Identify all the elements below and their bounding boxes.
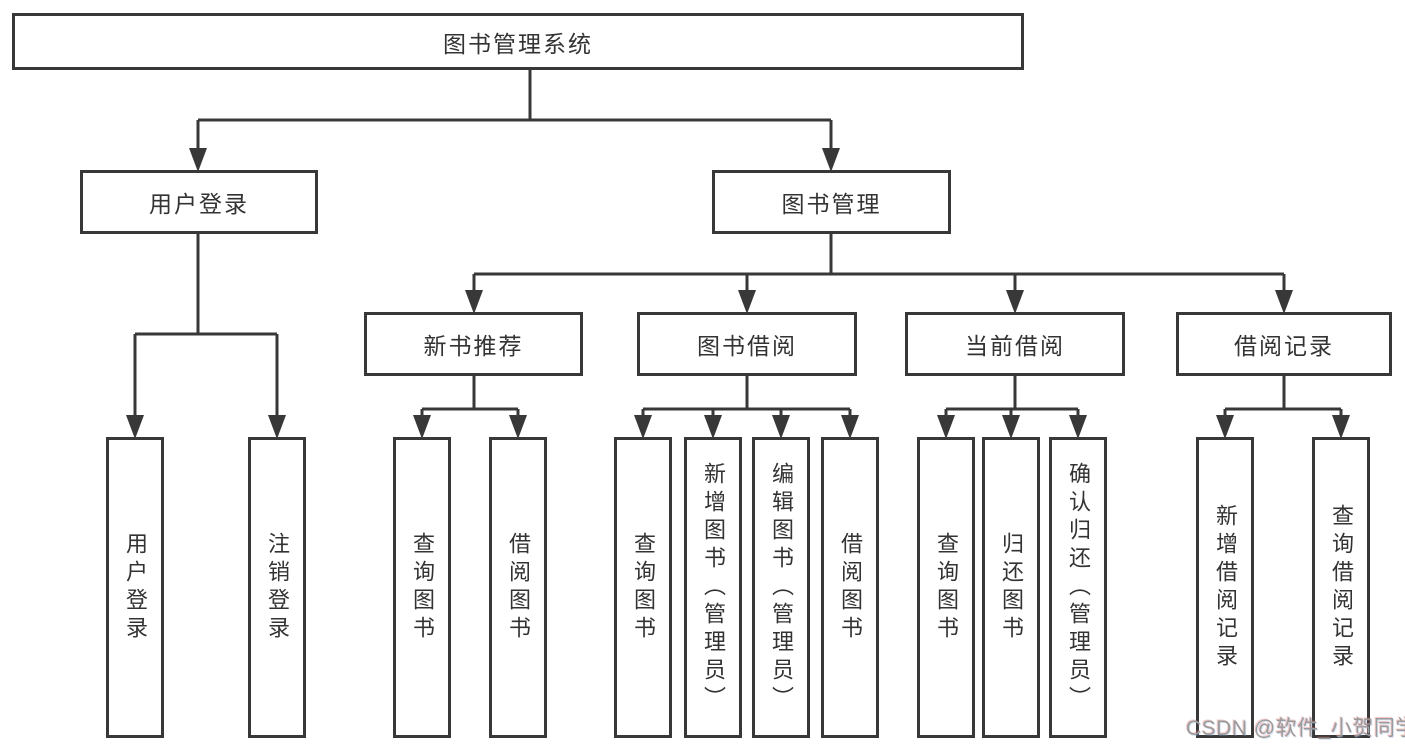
arrowheads-borrow-records xyxy=(1216,415,1350,439)
leaf-logout: 注销登录 xyxy=(248,437,306,738)
node-label: 用户登录 xyxy=(149,191,249,217)
node-new-book-recommendation: 新书推荐 xyxy=(364,312,583,376)
arrowhead xyxy=(1275,290,1293,314)
arrowheads-book-borrow xyxy=(634,415,859,439)
node-label: 新增图书（管理员） xyxy=(701,461,726,714)
connector-book-borrow-children xyxy=(641,376,852,419)
node-borrowing-records: 借阅记录 xyxy=(1176,312,1392,376)
arrowhead xyxy=(465,290,483,314)
node-label: 借阅图书 xyxy=(506,531,531,644)
arrowhead xyxy=(704,415,722,439)
node-label: 借阅记录 xyxy=(1234,333,1334,359)
node-label: 新增借阅记录 xyxy=(1213,503,1238,672)
connector-new-book-rec-children xyxy=(420,376,520,419)
node-label: 图书管理 xyxy=(781,191,882,217)
node-label: 确认归还（管理员） xyxy=(1066,461,1091,714)
node-label: 查询图书 xyxy=(410,531,435,644)
node-user-login: 用户登录 xyxy=(80,170,318,234)
node-label: 查询图书 xyxy=(934,531,959,644)
arrowhead xyxy=(634,415,652,439)
arrowhead xyxy=(822,148,840,172)
node-label: 用户登录 xyxy=(123,531,148,644)
arrowhead xyxy=(1006,290,1024,314)
leaf-borrow-books-newrec: 借阅图书 xyxy=(489,437,547,738)
arrowhead xyxy=(509,415,527,439)
connector-user-login-children xyxy=(133,234,279,419)
node-library-management-system: 图书管理系统 xyxy=(12,13,1024,70)
leaf-borrow-books: 借阅图书 xyxy=(821,437,879,738)
arrowhead xyxy=(772,415,790,439)
leaf-confirm-return-admin: 确认归还（管理员） xyxy=(1049,437,1107,738)
node-label: 查询图书 xyxy=(631,531,656,644)
arrowhead xyxy=(1069,415,1087,439)
leaf-edit-books-admin: 编辑图书（管理员） xyxy=(752,437,810,738)
arrowheads-current-borrow xyxy=(937,415,1087,439)
node-label: 新书推荐 xyxy=(423,333,524,359)
leaf-query-borrow-record: 查询借阅记录 xyxy=(1312,437,1370,738)
node-label: 当前借阅 xyxy=(965,333,1065,359)
arrowheads-level1 xyxy=(189,148,840,172)
arrowheads-level2 xyxy=(465,290,1293,314)
connector-root-to-level1 xyxy=(196,70,833,152)
leaf-query-books-newrec: 查询图书 xyxy=(393,437,451,738)
node-label: 借阅图书 xyxy=(838,531,863,644)
arrowhead xyxy=(189,148,207,172)
leaf-query-books-borrow: 查询图书 xyxy=(614,437,672,738)
node-current-borrowing: 当前借阅 xyxy=(905,312,1125,376)
node-label: 图书管理系统 xyxy=(443,30,593,57)
leaf-query-books-current: 查询图书 xyxy=(917,437,975,738)
arrowhead xyxy=(268,415,286,439)
connector-borrow-records-children xyxy=(1223,376,1343,419)
leaf-return-books: 归还图书 xyxy=(982,437,1040,738)
node-label: 归还图书 xyxy=(999,531,1024,644)
node-label: 查询借阅记录 xyxy=(1329,503,1354,672)
node-book-borrowing: 图书借阅 xyxy=(637,312,857,376)
node-label: 注销登录 xyxy=(265,531,290,644)
leaf-add-borrow-record: 新增借阅记录 xyxy=(1196,437,1254,738)
node-label: 图书借阅 xyxy=(697,333,797,359)
arrowhead xyxy=(937,415,955,439)
arrowhead xyxy=(413,415,431,439)
arrowhead xyxy=(738,290,756,314)
arrowheads-user-login xyxy=(126,415,286,439)
node-book-management: 图书管理 xyxy=(712,170,951,234)
connector-current-borrow-children xyxy=(944,376,1080,419)
arrowhead xyxy=(841,415,859,439)
leaf-user-login: 用户登录 xyxy=(106,437,164,738)
node-label: 编辑图书（管理员） xyxy=(769,461,794,714)
arrowhead xyxy=(1332,415,1350,439)
arrowhead xyxy=(126,415,144,439)
arrowhead xyxy=(1216,415,1234,439)
csdn-watermark: CSDN @软件_小贺同学 xyxy=(1186,717,1405,740)
arrowheads-new-book-rec xyxy=(413,415,527,439)
connector-book-mgmt-to-level2 xyxy=(472,234,1286,294)
leaf-add-books-admin: 新增图书（管理员） xyxy=(684,437,742,738)
arrowhead xyxy=(1002,415,1020,439)
